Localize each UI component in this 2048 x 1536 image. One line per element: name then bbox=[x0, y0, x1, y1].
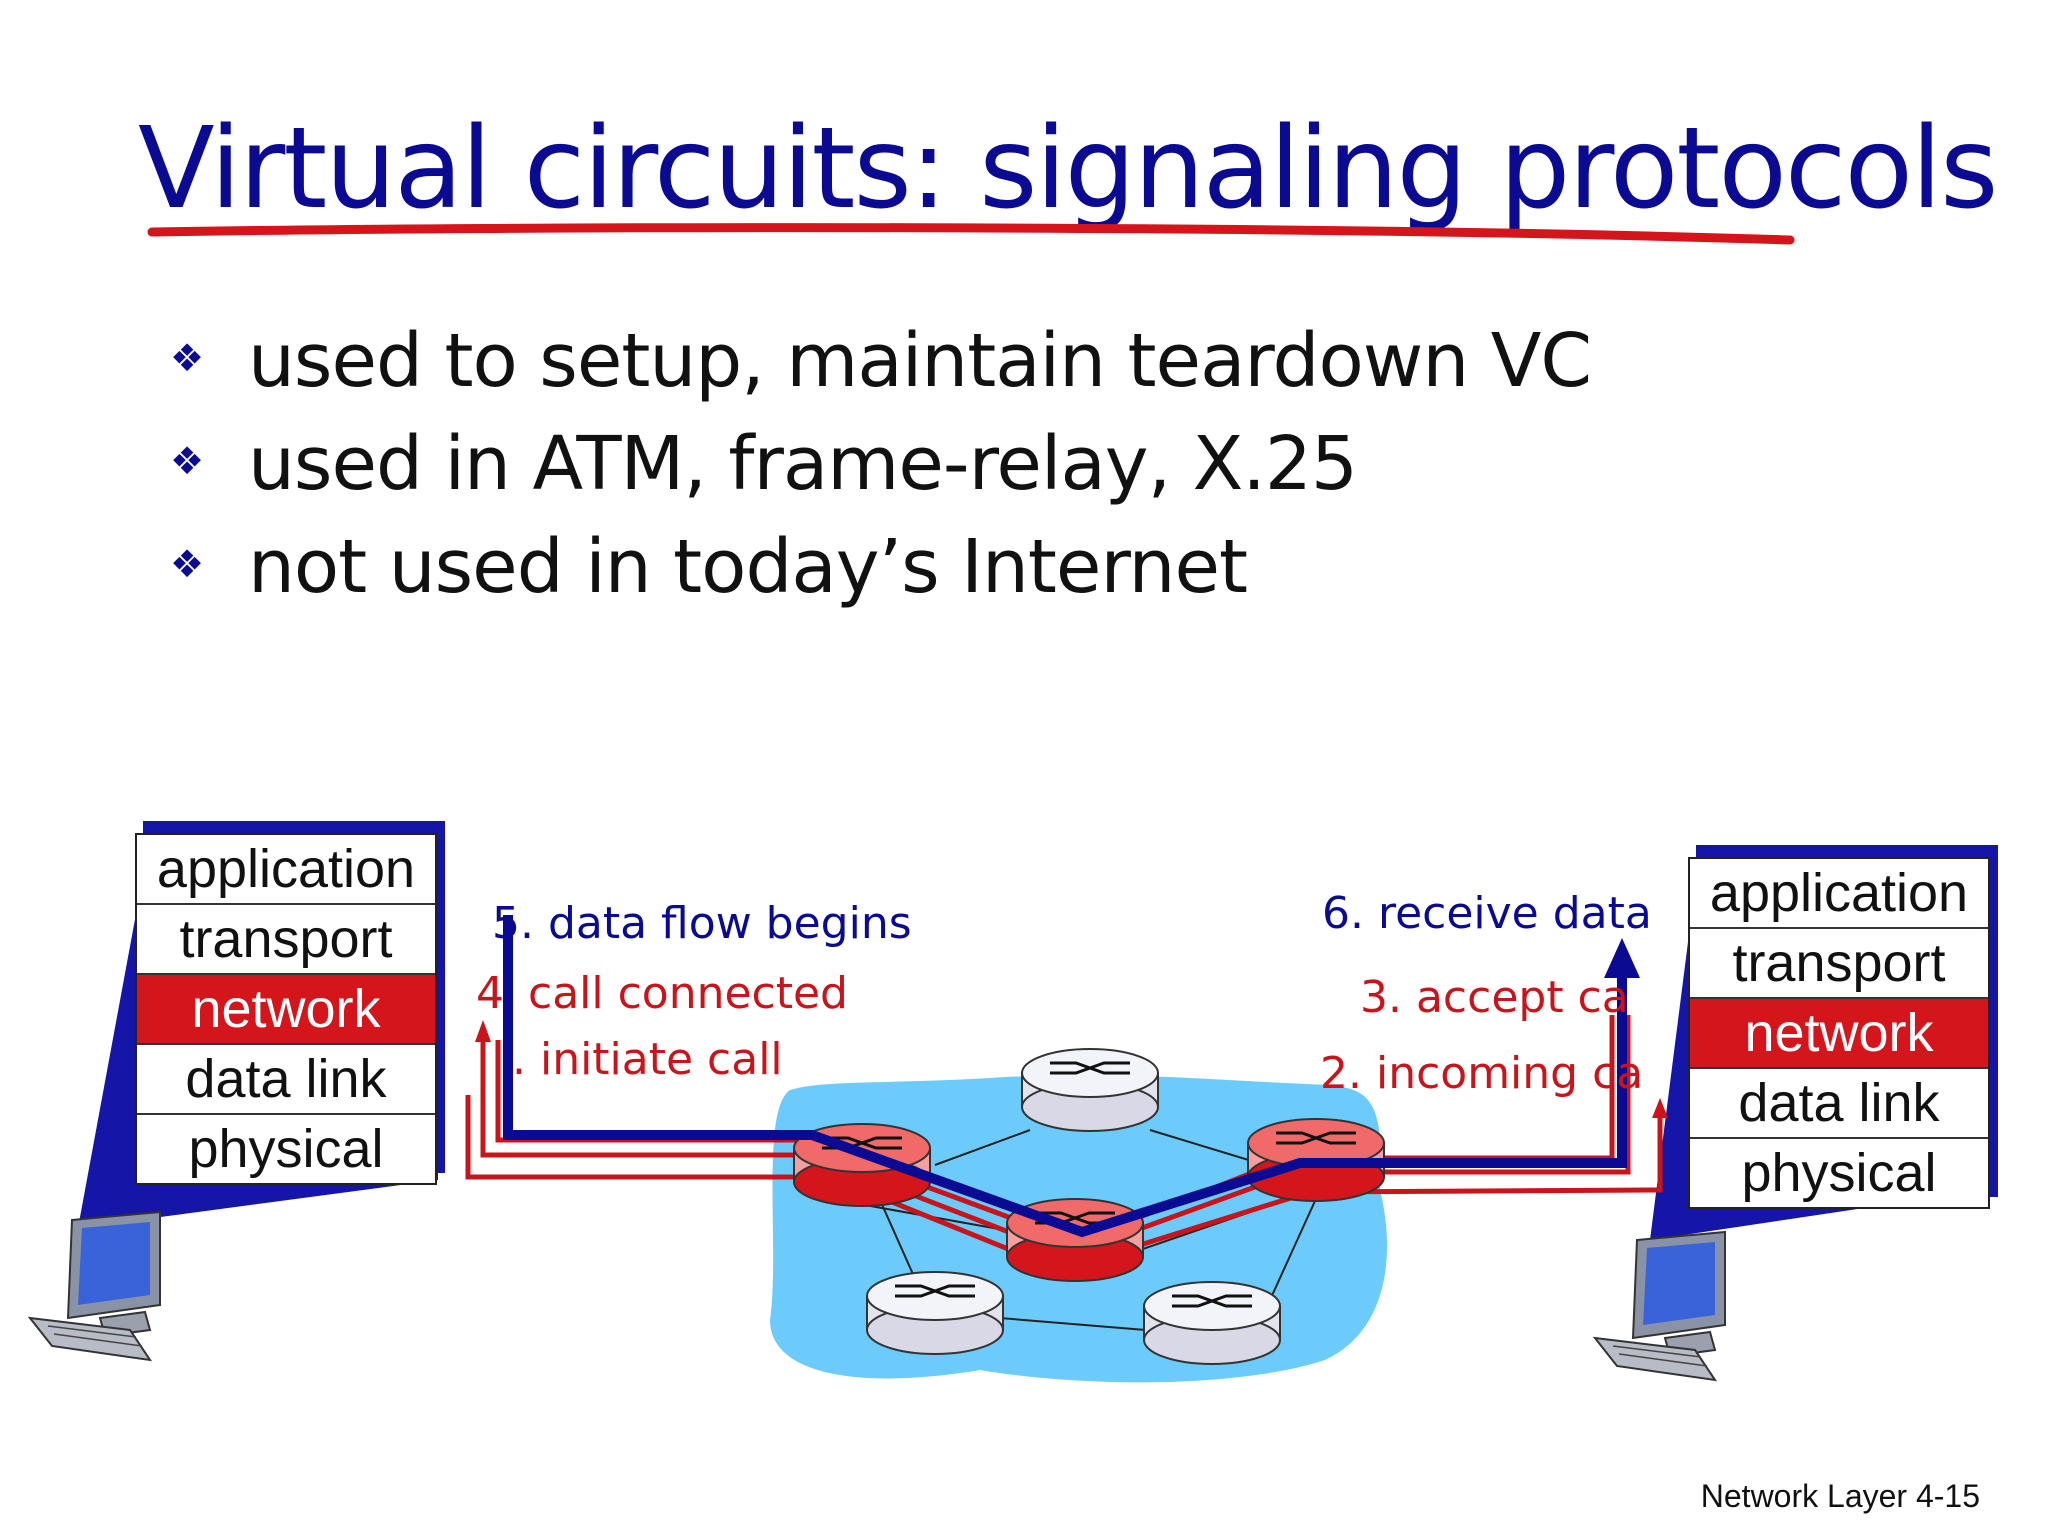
layer-physical: physical bbox=[1741, 1143, 1937, 1203]
data-flow-path bbox=[503, 915, 1627, 1238]
arrowhead-call-connected bbox=[475, 1020, 491, 1042]
step-incoming-call: 2. incoming ca bbox=[1320, 1048, 1644, 1099]
router-icon bbox=[1006, 1198, 1144, 1282]
router-icon bbox=[866, 1271, 1004, 1355]
arrowhead-incoming-call bbox=[1652, 1098, 1668, 1118]
bullet-text: used in ATM, frame-relay, X.25 bbox=[248, 421, 1358, 507]
layer-network: network bbox=[1690, 999, 1988, 1069]
slide-title: Virtual circuits: signaling protocols bbox=[138, 104, 1998, 234]
step-initiate-call: . initiate call bbox=[512, 1034, 783, 1085]
layer-physical: physical bbox=[188, 1119, 384, 1179]
computer-icon bbox=[1592, 1230, 1726, 1382]
layer-transport: transport bbox=[1690, 929, 1988, 999]
title-underline bbox=[147, 223, 1795, 245]
arrowhead-receive-data bbox=[1604, 938, 1640, 978]
bullet-glyph-icon: ❖ bbox=[170, 336, 205, 380]
router-icon bbox=[1143, 1281, 1281, 1365]
right-protocol-stack: application transport network data link … bbox=[1688, 857, 1990, 1209]
step-accept-call: 3. accept ca bbox=[1360, 972, 1629, 1023]
layer-data-link: data link bbox=[137, 1045, 435, 1115]
bullet-glyph-icon: ❖ bbox=[170, 439, 205, 483]
bullet-text: used to setup, maintain teardown VC bbox=[248, 318, 1592, 404]
bullet-text: not used in today’s Internet bbox=[248, 524, 1248, 610]
layer-data-link: data link bbox=[1690, 1069, 1988, 1139]
slide-footer: Network Layer 4-15 bbox=[1700, 1478, 1980, 1514]
computer-icon bbox=[27, 1210, 161, 1362]
left-protocol-stack: application transport network data link … bbox=[135, 833, 437, 1185]
router-icon bbox=[1021, 1048, 1159, 1132]
step-call-connected: call connected bbox=[528, 968, 848, 1019]
layer-transport: transport bbox=[137, 905, 435, 975]
step-data-flow-begins: 5. data flow begins bbox=[492, 898, 912, 949]
step-receive-data: 6. receive data bbox=[1322, 888, 1652, 939]
step-call-connected-digit: 4 bbox=[476, 968, 504, 1019]
layer-application: application bbox=[137, 835, 435, 905]
signal-arrowheads bbox=[475, 1020, 1668, 1118]
layer-network: network bbox=[137, 975, 435, 1045]
layer-application: application bbox=[1690, 859, 1988, 929]
bullet-glyph-icon: ❖ bbox=[170, 542, 205, 586]
